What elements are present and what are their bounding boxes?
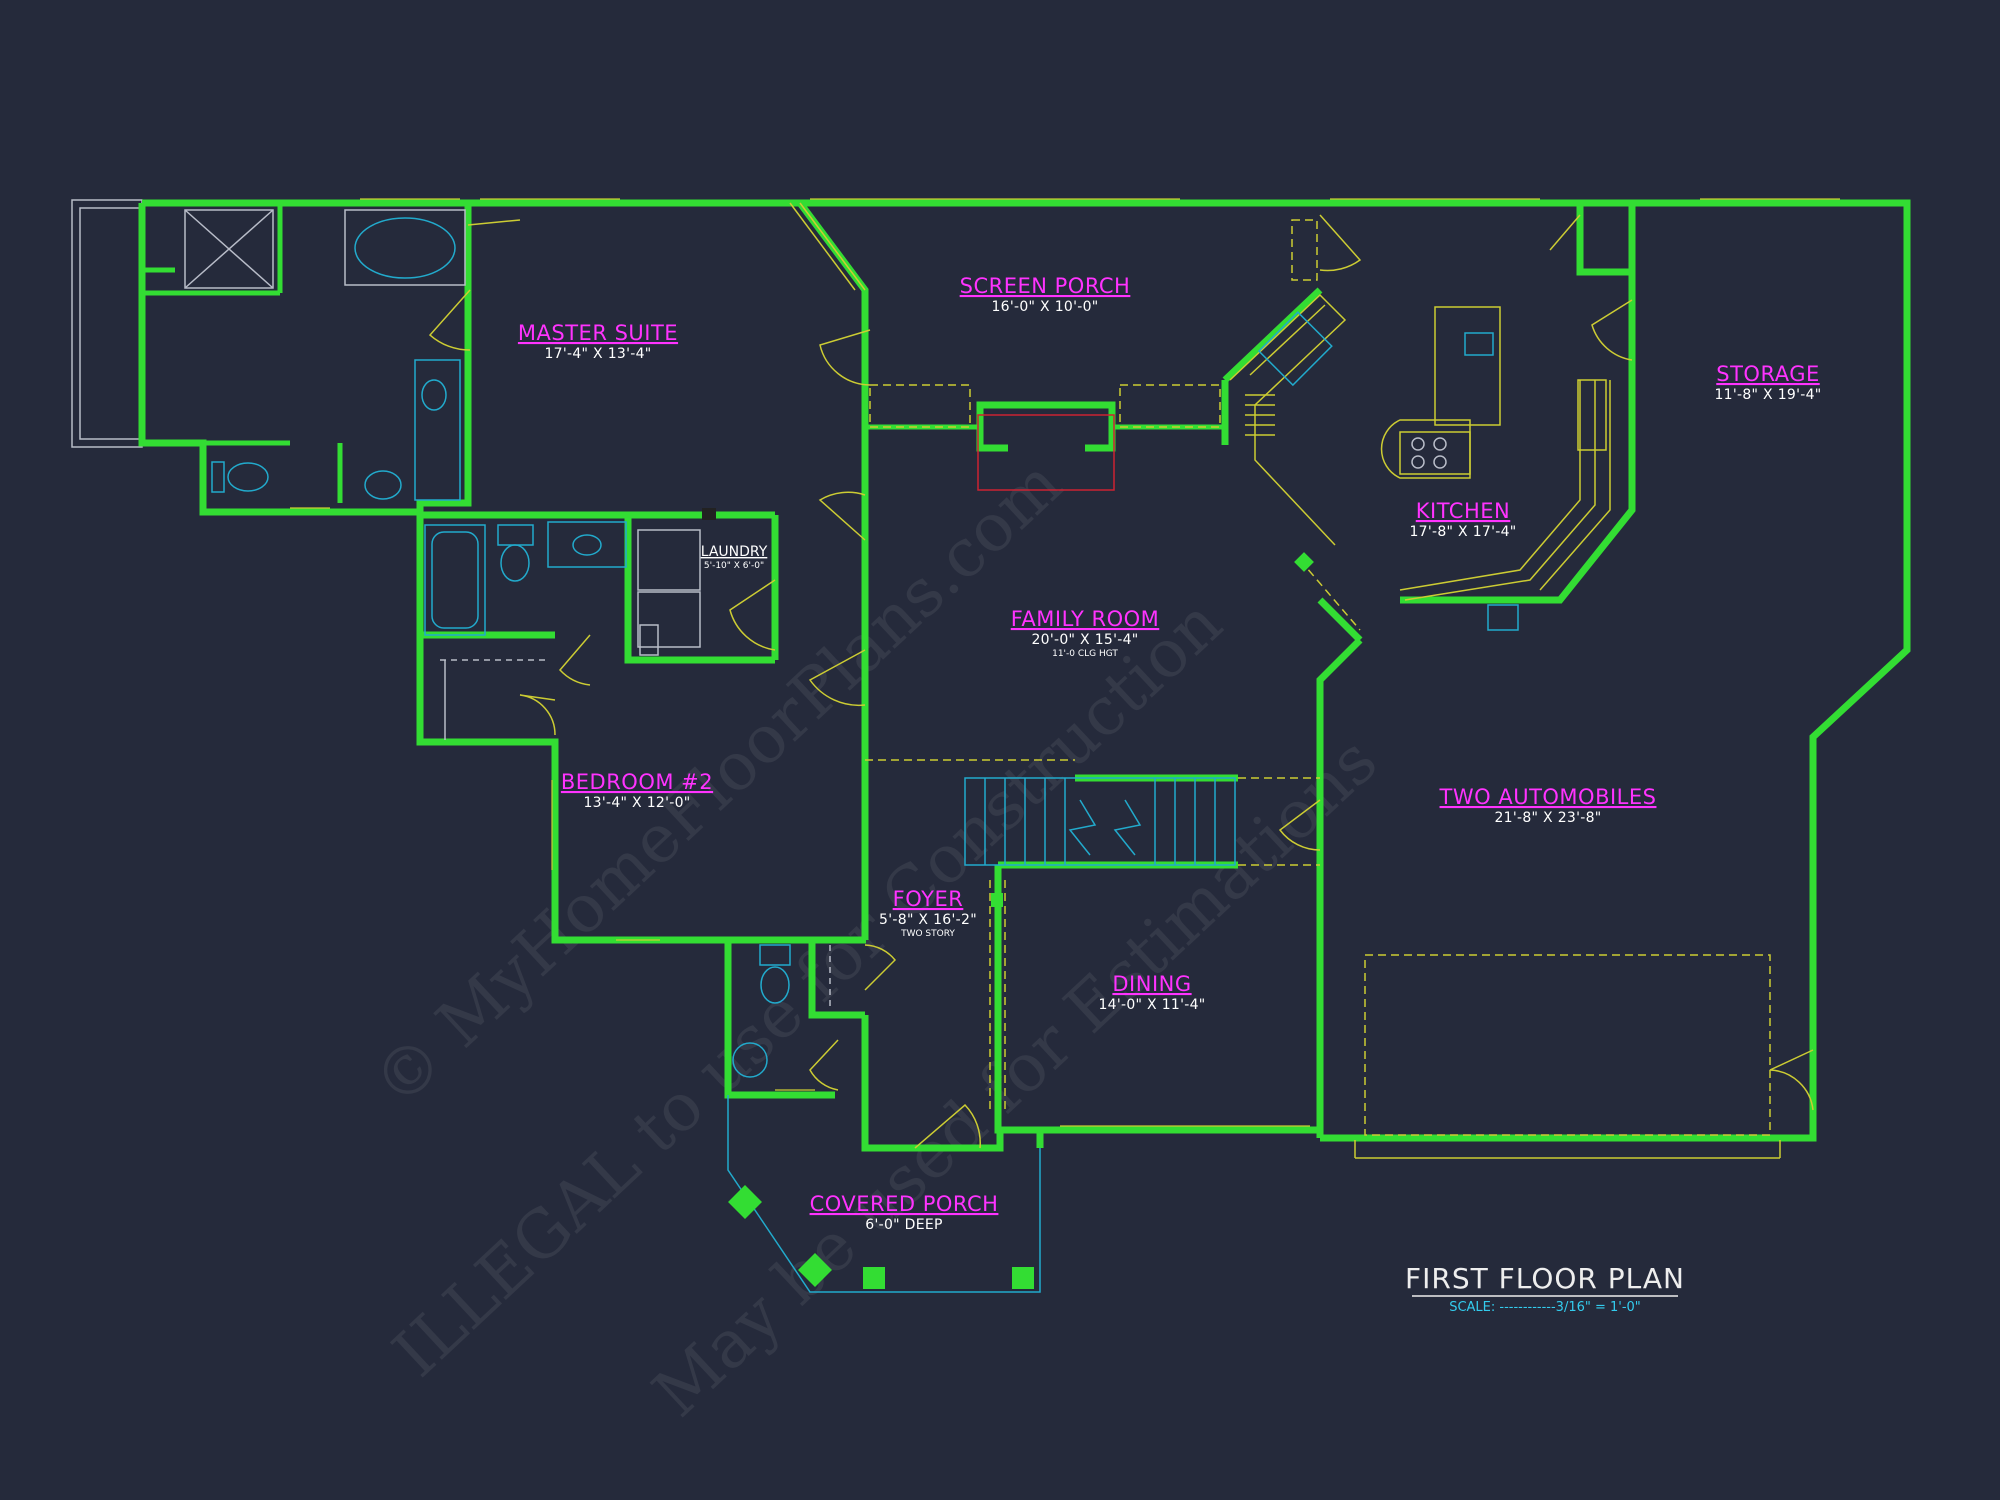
note-family-room: 11'-0 CLG HGT: [1052, 649, 1118, 659]
dims-storage: 11'-8" X 19'-4": [1714, 387, 1821, 403]
dims-screen-porch: 16'-0" X 10'-0": [991, 299, 1098, 315]
dims-master-suite: 17'-4" X 13'-4": [544, 346, 651, 362]
dims-bedroom-2: 13'-4" X 12'-0": [583, 795, 690, 811]
covered-porch: [727, 1095, 1041, 1293]
dining-column: [991, 893, 1003, 907]
windows: [290, 198, 1840, 1127]
fixtures: [184, 209, 831, 1078]
label-covered-porch: COVERED PORCH: [810, 1192, 999, 1216]
dims-covered-porch: 6'-0" DEEP: [865, 1217, 943, 1233]
dims-family-room: 20'-0" X 15'-4": [1031, 632, 1138, 648]
label-family-room: FAMILY ROOM: [1011, 607, 1160, 631]
fireplace-hearth: [977, 414, 1115, 491]
label-foyer: FOYER: [893, 887, 964, 911]
label-dining: DINING: [1112, 972, 1191, 996]
room-labels: MASTER SUITE 17'-4" X 13'-4" SCREEN PORC…: [518, 274, 1821, 1233]
plan-title: FIRST FLOOR PLAN: [1405, 1262, 1685, 1295]
label-screen-porch: SCREEN PORCH: [960, 274, 1131, 298]
staircase: [964, 777, 1236, 866]
kitchen-column: [1294, 552, 1314, 572]
label-two-automobiles: TWO AUTOMOBILES: [1439, 785, 1657, 809]
walls: [138, 199, 1911, 1152]
label-storage: STORAGE: [1716, 362, 1819, 386]
label-laundry: LAUNDRY: [701, 544, 768, 560]
garage: [1354, 954, 1781, 1159]
side-deck: [71, 199, 143, 448]
label-master-suite: MASTER SUITE: [518, 321, 678, 345]
dims-laundry: 5'-10" X 6'-0": [704, 561, 764, 571]
screen-porch-framing: [789, 202, 1221, 428]
doors: [428, 214, 1814, 1149]
plan-scale: SCALE: ------------3/16" = 1'-0": [1449, 1300, 1641, 1315]
dims-kitchen: 17'-8" X 17'-4": [1409, 524, 1516, 540]
dims-dining: 14'-0" X 11'-4": [1098, 997, 1205, 1013]
dims-foyer: 5'-8" X 16'-2": [879, 912, 977, 928]
label-bedroom-2: BEDROOM #2: [561, 770, 713, 794]
kitchen-fixtures: [1229, 219, 1611, 631]
dims-two-automobiles: 21'-8" X 23'-8": [1494, 810, 1601, 826]
laundry-marker: [702, 508, 716, 520]
label-kitchen: KITCHEN: [1416, 499, 1511, 523]
title-block: FIRST FLOOR PLAN SCALE: ------------3/16…: [1405, 1262, 1685, 1315]
note-foyer: TWO STORY: [900, 929, 955, 939]
